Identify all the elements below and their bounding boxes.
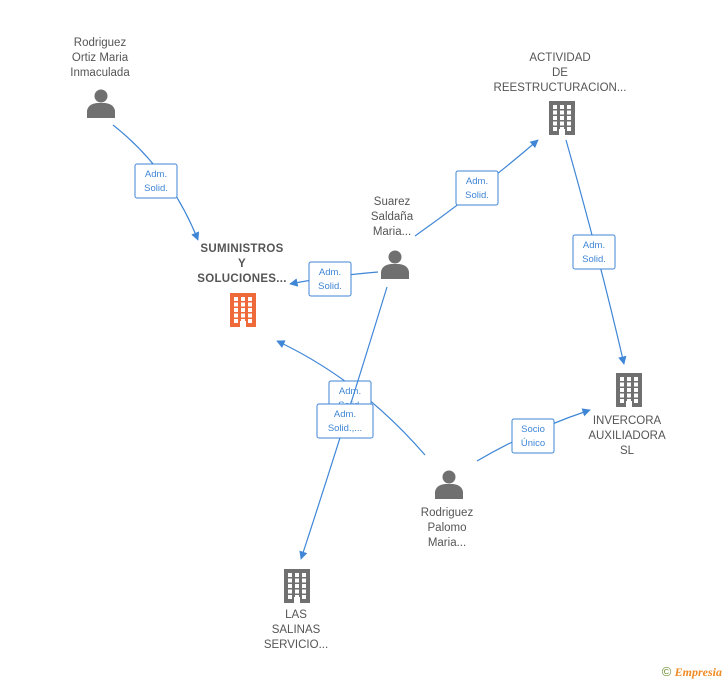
building-icon (549, 101, 575, 135)
node-label: Saldaña (371, 211, 414, 223)
edge-suarez-to-salinas[interactable]: Adm. Solid.,... (299, 286, 388, 560)
person-icon (381, 250, 409, 279)
node-label: Rodriguez (421, 507, 474, 519)
building-icon (230, 293, 256, 327)
building-icon (284, 569, 310, 603)
node-suarez[interactable]: SuarezSaldañaMaria... (371, 196, 414, 279)
building-icon (616, 373, 642, 407)
edge-suarez-to-actividad[interactable]: Adm. Solid. (414, 139, 539, 237)
node-label: SERVICIO... (264, 639, 328, 651)
edge-label-box[interactable] (134, 163, 178, 199)
node-label: Inmaculada (70, 67, 130, 79)
node-label: SUMINISTROS (200, 243, 283, 255)
node-label: Ortiz Maria (72, 52, 129, 64)
node-label: SOLUCIONES... (197, 273, 287, 285)
edge-rodriguez_ortiz-to-suministros[interactable]: Adm. Solid. (112, 124, 200, 241)
person-icon (87, 89, 115, 118)
edge-label-text: Adm. (583, 240, 605, 251)
node-label: Maria... (428, 537, 466, 549)
node-label: Maria... (373, 226, 411, 238)
node-label: SL (620, 445, 635, 457)
edge-label-text: Adm. (334, 409, 356, 420)
edge-label-text: Adm. (466, 176, 488, 187)
edge-label-text: Adm. (319, 267, 341, 278)
node-suministros[interactable]: SUMINISTROS Y SOLUCIONES... (197, 243, 287, 327)
node-label: SALINAS (272, 624, 321, 636)
node-label: Rodriguez (74, 37, 127, 49)
edge-actividad-to-invercora[interactable]: Adm. Solid. (565, 139, 627, 365)
edge-label-text: Adm. (339, 386, 361, 397)
credit-footer: © Empresia (662, 664, 722, 680)
person-icon (435, 470, 463, 499)
edge-label-text: Adm. (145, 169, 167, 180)
node-invercora[interactable]: INVERCORA AUXILIADORA SL (588, 373, 666, 457)
node-label: REESTRUCTURACION... (494, 82, 627, 94)
edge-label-text: Único (521, 438, 545, 449)
node-actividad[interactable]: ACTIVIDAD DE REESTRUCTURACION... (494, 52, 627, 135)
copyright-symbol: © (661, 664, 672, 679)
edge-label-text: Solid. (318, 281, 342, 292)
edge-label-box[interactable] (511, 418, 555, 454)
node-label: LAS (285, 609, 307, 621)
edge-label-box[interactable] (316, 403, 374, 439)
edge-label-text: Solid.,... (328, 423, 362, 434)
edge-label-text: Socio (521, 424, 545, 435)
node-label: Palomo (428, 522, 467, 534)
node-rodriguez-palomo[interactable]: RodriguezPalomoMaria... (421, 470, 474, 550)
edge-label-box[interactable] (308, 261, 352, 297)
node-salinas[interactable]: LAS SALINAS SERVICIO... (264, 569, 328, 651)
node-label: Suarez (374, 196, 411, 208)
node-label: ACTIVIDAD (529, 52, 590, 64)
edge-label-box[interactable] (572, 234, 616, 270)
node-label: DE (552, 67, 568, 79)
node-label: Y (238, 258, 246, 270)
edge-label-box[interactable] (455, 170, 499, 206)
node-label: INVERCORA (593, 415, 662, 427)
edge-label-text: Solid. (465, 190, 489, 201)
edge-label-text: Solid. (144, 183, 168, 194)
edge-suarez-to-suministros[interactable]: Adm. Solid. (289, 261, 379, 297)
node-label: AUXILIADORA (588, 430, 666, 442)
edge-label-text: Solid. (582, 254, 606, 265)
brand-logo[interactable]: Empresia (674, 665, 722, 679)
